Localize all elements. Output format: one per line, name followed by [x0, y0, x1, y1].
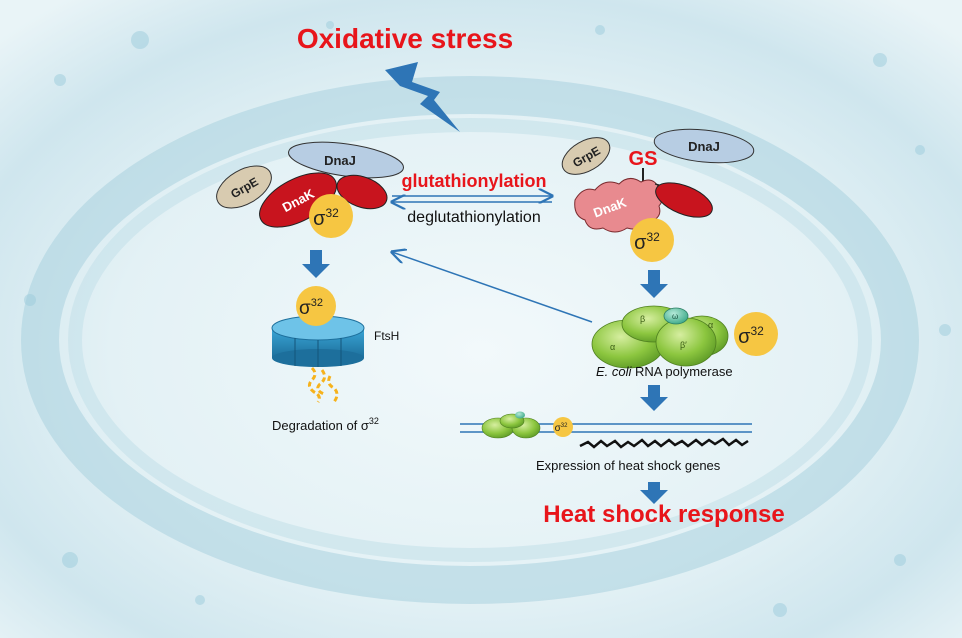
- sigma32-left: [309, 194, 353, 238]
- arrow-to-ftsh: [302, 250, 330, 278]
- sigma32-promoter: [553, 417, 573, 437]
- sigma32-right-label: σ32: [634, 230, 660, 254]
- lightning-bolt-icon: [385, 62, 460, 132]
- dnak-lid-left: [336, 174, 388, 210]
- title-oxidative-stress: Oxidative stress: [297, 23, 513, 54]
- dnak-left: [259, 172, 337, 228]
- pol-subunit-label-4: α: [708, 320, 713, 330]
- pol-omega: [663, 307, 689, 325]
- cell-membrane-inner: [68, 118, 872, 562]
- arrow-to-promoter: [640, 385, 668, 411]
- sigma32-ftsh-label: σ32: [299, 297, 323, 319]
- arrow-to-response: [640, 482, 668, 504]
- degraded-peptides: [307, 366, 339, 403]
- expression-caption: Expression of heat shock genes: [536, 458, 721, 473]
- polymerase-caption: E. coli RNA polymerase: [596, 364, 733, 379]
- dnaj-right-label: DnaJ: [688, 139, 720, 154]
- gs-label: GS: [629, 148, 658, 170]
- dnak-right-unfolded: [574, 178, 664, 233]
- sigma32-polymerase-label: σ32: [738, 324, 764, 348]
- pol-subunit-label-2: α: [610, 342, 615, 352]
- glutathionylation-label: glutathionylation: [402, 171, 547, 191]
- sigma32-ftsh: [296, 286, 336, 326]
- pol-subunit-label-1: ω: [672, 312, 678, 321]
- sigma32-polymerase: [734, 312, 778, 356]
- arrow-to-polymerase: [640, 270, 668, 298]
- pol-subunit-label-3: β′: [680, 340, 687, 350]
- return-arrow: [392, 252, 593, 323]
- dnaj-left: [288, 141, 404, 179]
- sigma32-left-label: σ32: [313, 206, 339, 230]
- ftsh-label: FtsH: [374, 329, 399, 343]
- ftsh-segments: [294, 338, 342, 367]
- grpe-right: [561, 137, 611, 175]
- sigma32-promoter-label: σ32: [555, 423, 569, 434]
- mrna-transcript: [579, 437, 749, 449]
- pol-subunit-label-0: β: [640, 314, 645, 324]
- dnaj-right: [653, 128, 755, 164]
- background-speckles: [24, 21, 951, 617]
- transcription: σ32 Expression of heat shock genes: [460, 411, 752, 473]
- left-chaperone-complex: DnaJ GrpE DnaK σ32: [216, 141, 404, 238]
- cell-membrane: [21, 76, 919, 604]
- mini-pol-omega: [515, 411, 525, 419]
- dnaj-left-label: DnaJ: [324, 153, 356, 168]
- right-chaperone-complex: DnaJ GrpE GS DnaK σ32: [561, 128, 755, 262]
- ftsh-protease: σ32 FtsH Degradation of σ32: [271, 286, 399, 433]
- grpe-left: [216, 165, 272, 209]
- heat-shock-response-label: Heat shock response: [543, 501, 784, 528]
- degradation-caption: Degradation of σ32: [272, 416, 379, 433]
- dnak-lid-right: [655, 182, 713, 218]
- block-arrows: [302, 250, 668, 504]
- sigma32-right: [630, 218, 674, 262]
- rna-polymerase: β ω α β′ α σ32 E. coli RNA polymerase: [591, 305, 778, 379]
- deglutathionylation-label: deglutathionylation: [407, 209, 540, 226]
